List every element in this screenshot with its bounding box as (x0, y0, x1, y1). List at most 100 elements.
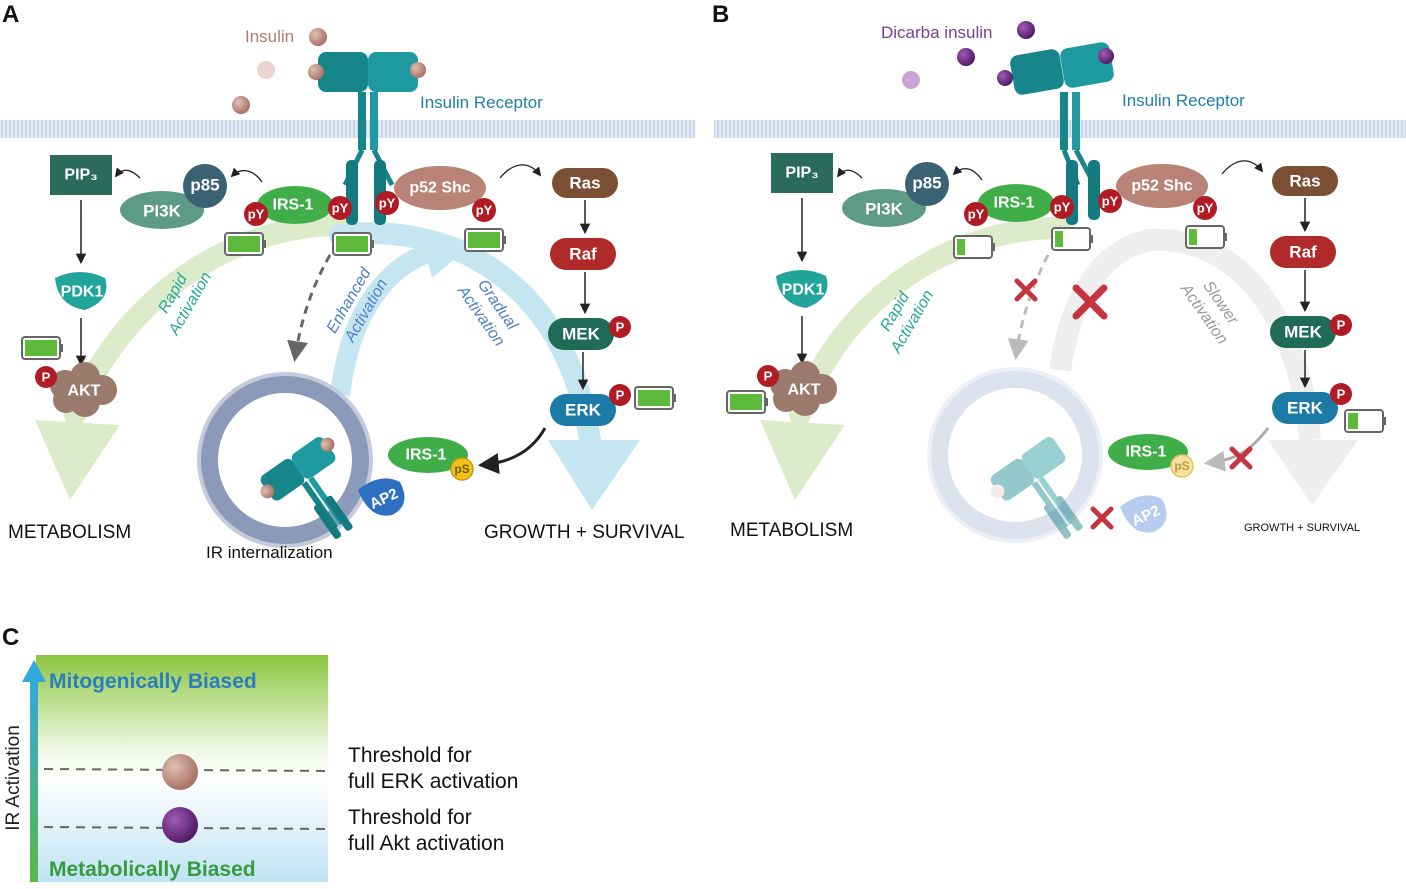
metabolic-label: Metabolically Biased (49, 858, 256, 881)
py-badge (472, 198, 496, 222)
ras-text-a: Ras (569, 174, 600, 193)
battery-full-icon (464, 228, 506, 252)
battery-low-icon (1344, 409, 1386, 433)
pi3k-node (120, 191, 204, 229)
endosome-outer-ring (197, 372, 373, 548)
p-text: P (616, 388, 625, 403)
enhanced-arrowhead-a (420, 232, 470, 278)
panel-b: B Dicarba insulin Insulin Receptor PIP₃ (712, 1, 1406, 543)
endosome-ring-b (930, 370, 1100, 540)
insulin-ball-threshold (162, 754, 198, 790)
insulin-ball (309, 28, 327, 46)
ps-text: pS (454, 462, 469, 476)
growth-arrowhead-b (1268, 440, 1358, 505)
dicarba-ball-threshold (162, 807, 198, 843)
panel-c-label: C (2, 624, 19, 651)
panel-b-label: B (712, 1, 729, 28)
endosome-ring-a (200, 375, 370, 545)
pdk1-node-b (776, 270, 828, 308)
p85-node (183, 164, 227, 208)
shc-text-b: p52 Shc (1131, 178, 1192, 195)
py-text: pY (248, 207, 265, 222)
p85-node-b (905, 162, 949, 206)
panel-a-label: A (2, 1, 19, 28)
p-badge (35, 366, 57, 388)
p-text: P (616, 320, 625, 335)
growth-label-b: GROWTH + SURVIVAL (1244, 522, 1360, 534)
pip3-text: PIP₃ (64, 167, 97, 184)
receptor-label-a: Insulin Receptor (420, 93, 543, 112)
p-text: P (1337, 387, 1346, 402)
axis-arrowhead (22, 660, 46, 682)
dicarba-ball (1017, 21, 1035, 39)
ras-text-b: Ras (1289, 172, 1320, 191)
battery-low-icon (953, 235, 995, 259)
py-text: pY (1102, 194, 1119, 209)
p85-text: p85 (190, 176, 219, 195)
erk-node-a (550, 394, 616, 426)
metabolism-arrowhead-b (760, 420, 845, 500)
panel-c: C IR Activation Mitogenically Biased Met… (2, 624, 518, 882)
p-text: P (42, 370, 51, 385)
py-text: pY (1197, 201, 1214, 216)
py-text: pY (332, 201, 349, 216)
p85-text-b: p85 (912, 174, 941, 193)
irs1-ps-node-b (1108, 434, 1188, 470)
ras-node-b (1272, 166, 1338, 196)
mek-text-a: MEK (562, 325, 601, 344)
pdk1-text-a: PDK1 (61, 284, 104, 301)
irs1-ps-text-a: IRS-1 (406, 447, 447, 464)
battery-full-icon (634, 386, 676, 410)
internalization-dashed-arrow (287, 254, 332, 363)
growth-label-a: GROWTH + SURVIVAL (484, 522, 684, 543)
erk-threshold-label: Threshold for full ERK activation (348, 744, 518, 793)
p85-curve-arrow (230, 167, 263, 183)
erk-text-b: ERK (1287, 399, 1324, 418)
py-text: pY (379, 196, 396, 211)
p-badge (609, 316, 631, 338)
battery-low-icon (1051, 227, 1093, 251)
block-x-icon (1229, 446, 1253, 470)
p-badge (1330, 314, 1352, 336)
akt-node-b (770, 361, 837, 416)
pdk1-text-b: PDK1 (782, 282, 825, 299)
erk-node-b (1272, 392, 1338, 424)
mek-node-a (548, 318, 614, 350)
shc-node-b (1116, 164, 1208, 208)
block-x-icon (1014, 278, 1038, 302)
receptor-label-b: Insulin Receptor (1122, 91, 1245, 110)
pi3k-text: PI3K (143, 202, 182, 221)
dicarba-ball (902, 71, 920, 89)
endosome-outer-ring-b (927, 367, 1103, 543)
p-text: P (1337, 318, 1346, 333)
internalized-receptor-b (990, 437, 1083, 539)
shc-curve-arrow-b (1221, 160, 1264, 175)
mek-node-b (1270, 316, 1336, 348)
pip3-curve-arrow (114, 167, 141, 179)
irs1-node-b (978, 184, 1054, 222)
membrane-a (0, 120, 695, 138)
p-badge (1330, 383, 1352, 405)
py-text: pY (1054, 200, 1071, 215)
irs1-ps-text-b: IRS-1 (1126, 444, 1167, 461)
pi3k-node-b (842, 189, 926, 227)
internalization-dashed-arrow-b (1007, 254, 1050, 361)
battery-full-icon (224, 232, 266, 256)
p-text: P (764, 369, 773, 384)
pip3-curve-arrow-b (836, 167, 863, 179)
ap2-node-b (1120, 495, 1167, 533)
insulin-ball (232, 96, 250, 114)
pip3-text-b: PIP₃ (785, 165, 818, 182)
ps-text-faded: pS (1174, 459, 1189, 473)
battery-full-icon (332, 232, 374, 256)
insulin-ball (257, 61, 275, 79)
py-badge (1050, 195, 1074, 219)
erk-text-a: ERK (565, 401, 602, 420)
p-badge (757, 365, 779, 387)
battery-full-icon (726, 390, 768, 414)
metabolism-label-b: METABOLISM (730, 520, 853, 541)
akt-threshold-label: Threshold for full Akt activation (348, 806, 504, 855)
py-badge (328, 196, 352, 220)
block-x-icon (1072, 284, 1108, 320)
raf-node-a (550, 238, 616, 270)
